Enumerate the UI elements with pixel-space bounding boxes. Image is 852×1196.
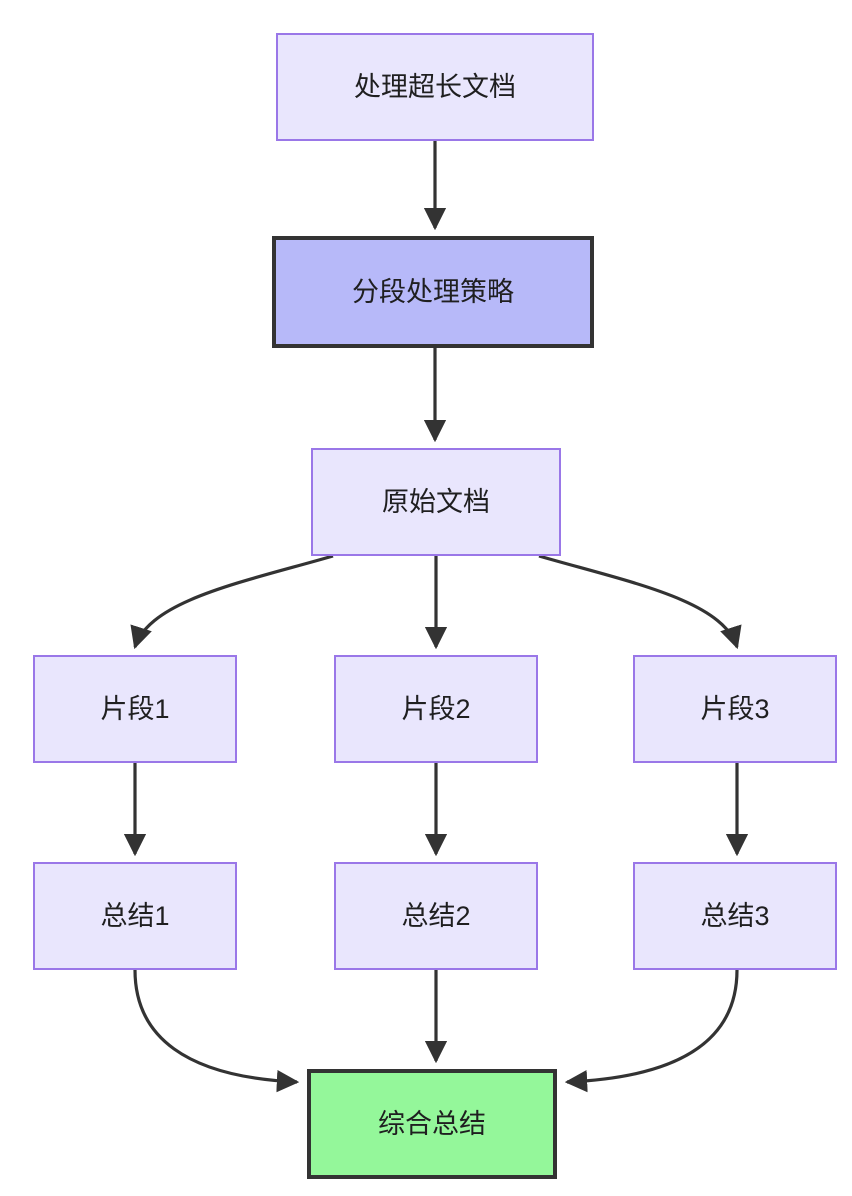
edge-summary3-to-final [564,969,739,1093]
node-label: 片段3 [700,693,770,724]
node-chunk-1[interactable]: 片段1 [33,655,237,763]
node-source-document[interactable]: 原始文档 [311,448,561,556]
node-label: 片段2 [401,693,471,724]
node-label: 原始文档 [382,486,490,517]
node-process-long-document[interactable]: 处理超长文档 [276,33,594,141]
node-label: 总结2 [401,900,471,931]
node-summary-3[interactable]: 总结3 [633,862,837,970]
node-label: 总结1 [100,900,170,931]
node-summary-2[interactable]: 总结2 [334,862,538,970]
node-label: 综合总结 [378,1108,486,1139]
edge-source-to-chunk3 [538,554,742,650]
node-combined-summary[interactable]: 综合总结 [307,1069,557,1179]
node-label: 片段1 [100,693,170,724]
node-chunking-strategy[interactable]: 分段处理策略 [272,236,594,348]
node-chunk-2[interactable]: 片段2 [334,655,538,763]
edge-summary1-to-final [133,969,300,1093]
node-label: 总结3 [700,900,770,931]
edge-source-to-chunk1 [130,554,334,650]
node-summary-1[interactable]: 总结1 [33,862,237,970]
node-label: 分段处理策略 [352,276,514,307]
node-label: 处理超长文档 [354,71,516,102]
node-chunk-3[interactable]: 片段3 [633,655,837,763]
